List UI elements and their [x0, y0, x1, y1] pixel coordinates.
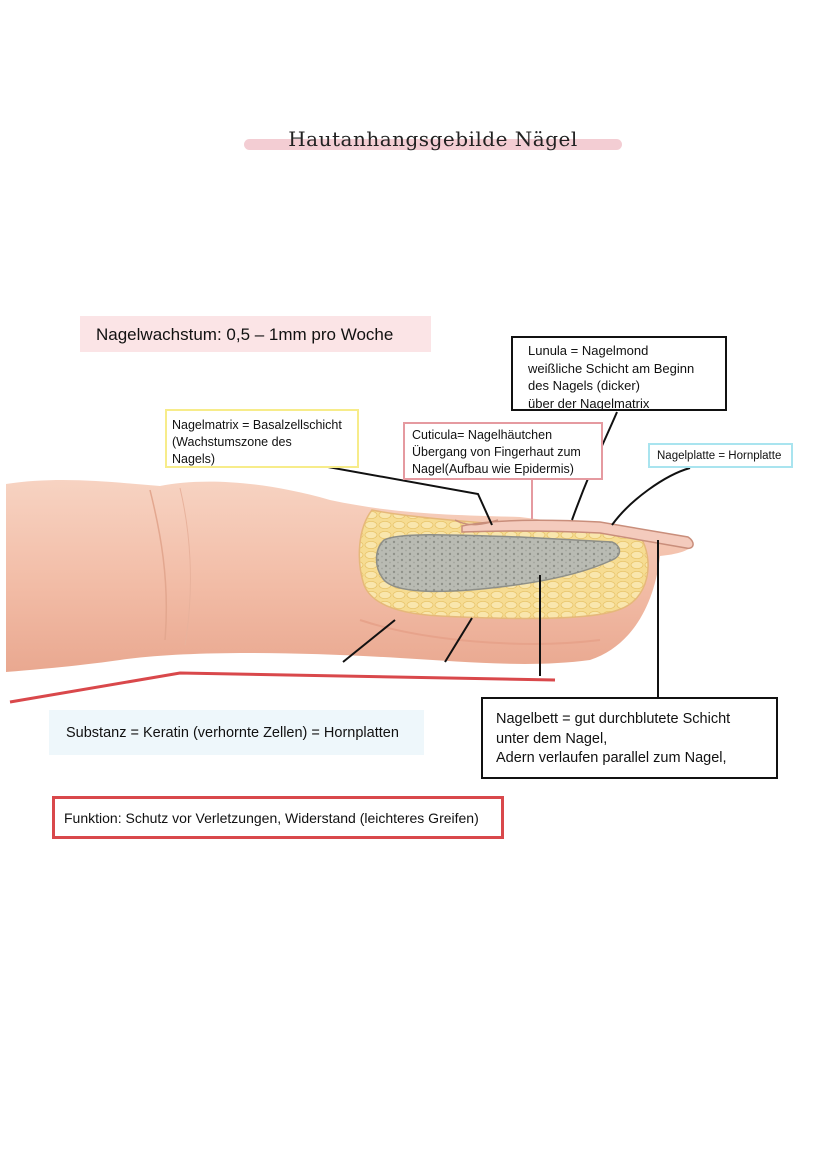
label-line: des Nagels (dicker)	[528, 378, 640, 394]
label-line: (Wachstumszone des	[172, 434, 292, 449]
pointer-fat-1	[342, 619, 396, 663]
nail-fold	[454, 519, 499, 526]
red-underline	[9, 671, 556, 704]
label-nagelplatte: Nagelplatte = Hornplatte	[648, 443, 793, 468]
label-lunula: Lunula = Nagelmond weißliche Schicht am …	[511, 336, 727, 411]
page-title: Hautanhangsgebilde Nägel	[288, 127, 578, 151]
knuckle-crease-2	[179, 487, 191, 646]
title-highlight	[244, 139, 622, 150]
label-line: Adern verlaufen parallel zum Nagel,	[496, 750, 727, 767]
title-block: Hautanhangsgebilde Nägel	[244, 126, 622, 156]
label-line: Nagelmatrix = Basalzellschicht	[172, 418, 342, 432]
label-cuticula: Cuticula= Nagelhäutchen Übergang von Fin…	[403, 422, 603, 480]
knuckle-crease	[149, 489, 168, 641]
growth-info: Nagelwachstum: 0,5 – 1mm pro Woche	[80, 316, 431, 352]
label-line: weißliche Schicht am Beginn	[528, 360, 695, 376]
label-line: Nagel(Aufbau wie Epidermis)	[412, 461, 574, 476]
pointer-platte	[611, 467, 691, 526]
substance-info: Substanz = Keratin (verhornte Zellen) = …	[49, 710, 424, 755]
label-nagelbett: Nagelbett = gut durchblutete Schicht unt…	[481, 697, 778, 779]
label-line: über der Nagelmatrix	[528, 395, 650, 411]
label-line: Lunula = Nagelmond	[528, 343, 649, 358]
pointer-fat-2	[444, 617, 473, 663]
bone	[375, 534, 621, 593]
function-info: Funktion: Schutz vor Verletzungen, Wider…	[52, 796, 504, 839]
pointer-matrix	[277, 457, 493, 526]
label-line: unter dem Nagel,	[496, 730, 608, 747]
finger-underside	[359, 619, 601, 645]
label-line: Übergang von Fingerhaut zum	[412, 444, 581, 459]
label-nagelmatrix: Nagelmatrix = Basalzellschicht (Wachstum…	[165, 409, 359, 468]
nail-plate	[461, 519, 694, 550]
label-line: Cuticula= Nagelhäutchen	[412, 428, 553, 442]
label-line: Nagelbett = gut durchblutete Schicht	[496, 711, 731, 727]
label-line: Nagels)	[172, 451, 216, 466]
